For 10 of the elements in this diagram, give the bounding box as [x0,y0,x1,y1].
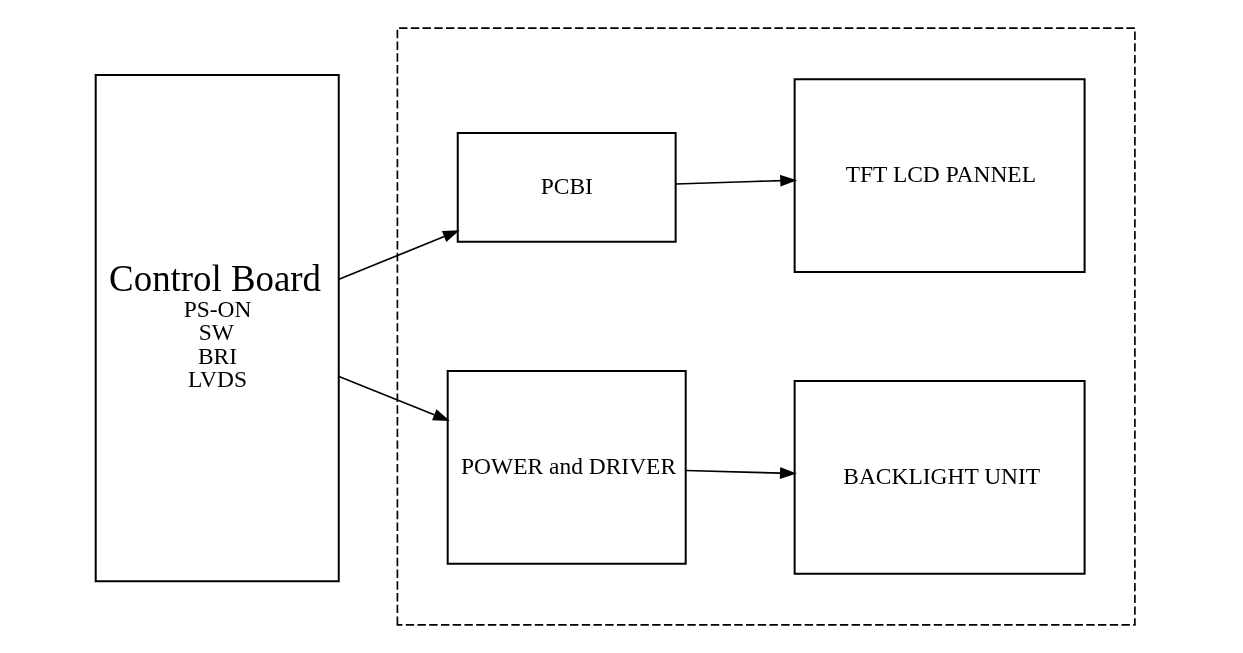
arrow [684,467,797,479]
node-box: Control Board PS-ON SW BRI LVDS [94,74,340,583]
node-box: POWER and DRIVER [446,369,687,565]
arrow [337,375,450,421]
arrow [674,174,797,187]
arrow [337,230,460,281]
node-box: BACKLIGHT UNIT [793,379,1086,575]
node-box: PCBI [456,131,677,243]
cluster [396,27,1136,626]
node-box: TFT LCD PANNEL [793,78,1086,274]
